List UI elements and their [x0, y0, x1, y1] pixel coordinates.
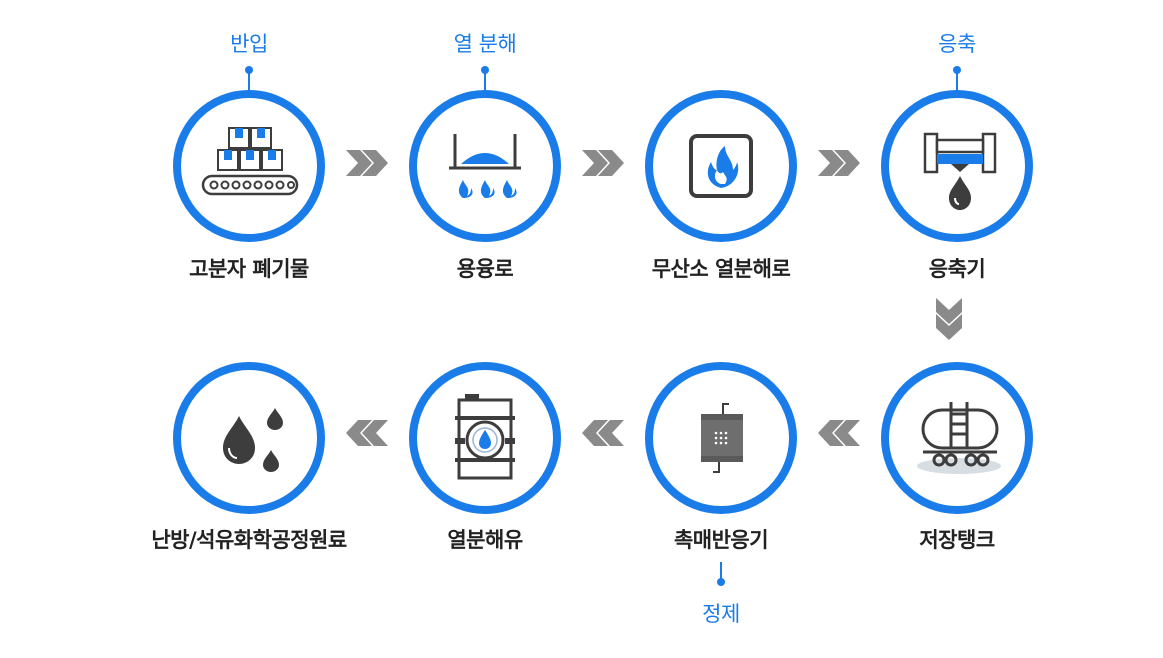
node-label-catalytic-reactor: 촉매반응기 [673, 528, 769, 552]
node-label-condenser: 응축기 [928, 257, 986, 281]
step-pin-dot-pyrolysis [481, 66, 489, 74]
node-polymer-waste [173, 90, 325, 242]
condenser-icon [923, 132, 997, 210]
node-label-pyrolysis-oil: 열분해유 [447, 528, 523, 552]
step-label-pyrolysis: 열 분해 [453, 32, 517, 56]
arrow-left-3 [344, 418, 390, 448]
node-pyrolysis-oil [409, 362, 561, 514]
conveyor-boxes-icon [201, 127, 299, 196]
double-chevron-left-icon [346, 420, 388, 446]
oil-drum-icon [455, 394, 515, 480]
flame-reactor-icon [689, 134, 753, 198]
arrow-right-1 [344, 148, 390, 178]
step-label-intake: 반입 [230, 32, 268, 56]
oil-drops-icon [223, 408, 283, 472]
node-catalytic-reactor [645, 362, 797, 514]
double-chevron-right-icon [582, 150, 624, 176]
arrow-right-3 [816, 148, 862, 178]
melting-furnace-icon [449, 134, 521, 198]
node-condenser [881, 90, 1033, 242]
node-label-storage-tank: 저장탱크 [919, 528, 995, 552]
step-pin-dot-refine [717, 578, 725, 586]
node-storage-tank [881, 362, 1033, 514]
arrow-right-2 [580, 148, 626, 178]
node-label-polymer-waste: 고분자 폐기물 [189, 257, 309, 281]
step-pin-condense [956, 70, 958, 92]
step-label-condense: 응축 [938, 32, 976, 56]
catalytic-reactor-icon [701, 403, 743, 473]
step-pin-refine [720, 562, 722, 580]
step-label-refine: 정제 [702, 602, 740, 626]
arrow-down [934, 296, 964, 342]
node-label-feedstock: 난방/석유화학공정원료 [151, 528, 347, 552]
node-melting-furnace [409, 90, 561, 242]
node-pyrolysis-reactor [645, 90, 797, 242]
arrow-left-1 [816, 418, 862, 448]
double-chevron-left-icon [818, 420, 860, 446]
step-pin-intake [248, 70, 250, 92]
node-label-melting-furnace: 용융로 [456, 257, 514, 281]
double-chevron-right-icon [346, 150, 388, 176]
node-label-pyrolysis-reactor: 무산소 열분해로 [651, 257, 791, 281]
arrow-left-2 [580, 418, 626, 448]
step-pin-dot-intake [245, 66, 253, 74]
node-feedstock [173, 362, 325, 514]
step-pin-dot-condense [953, 66, 961, 74]
tank-wagon-icon [917, 402, 1001, 474]
double-chevron-left-icon [582, 420, 624, 446]
double-chevron-down-icon [936, 298, 962, 340]
step-pin-pyrolysis [484, 70, 486, 92]
double-chevron-right-icon [818, 150, 860, 176]
